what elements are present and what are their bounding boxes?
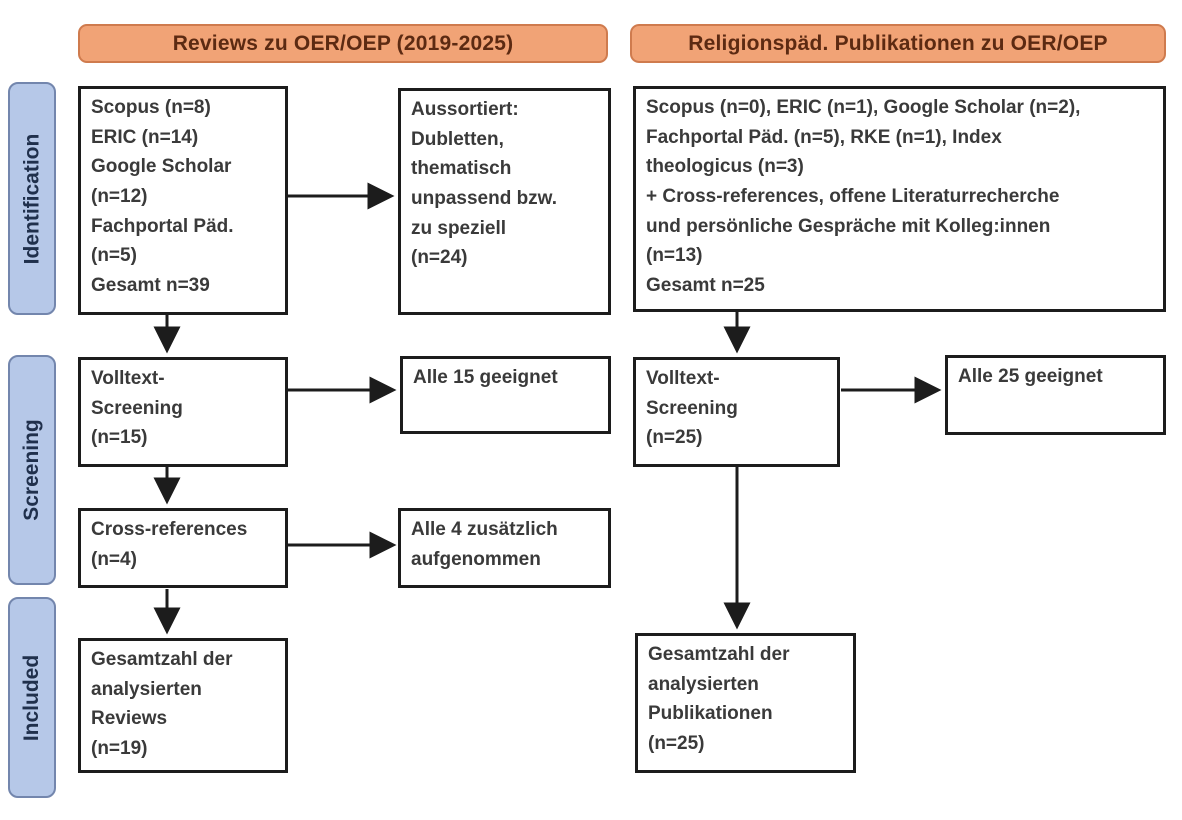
stage-label-screening: Screening (8, 355, 56, 585)
box-relpaed-fulltext-screening: Volltext- Screening (n=25) (633, 357, 840, 467)
column-header-relpaed-label: Religionspäd. Publikationen zu OER/OEP (688, 31, 1108, 55)
box-crossrefs: Cross-references (n=4) (78, 508, 288, 588)
box-reviews-eligible-text: Alle 15 geeignet (413, 367, 558, 388)
stage-label-identification-text: Identification (20, 133, 44, 264)
box-reviews-sources-text: Scopus (n=8) ERIC (n=14) Google Scholar … (91, 97, 234, 296)
box-reviews-eligible: Alle 15 geeignet (400, 356, 611, 434)
column-header-reviews: Reviews zu OER/OEP (2019-2025) (78, 24, 608, 63)
box-reviews-fulltext-screening-text: Volltext- Screening (n=15) (91, 368, 183, 449)
box-total-publications-text: Gesamtzahl der analysierten Publikatione… (648, 644, 790, 754)
stage-label-identification: Identification (8, 82, 56, 315)
column-header-relpaed: Religionspäd. Publikationen zu OER/OEP (630, 24, 1166, 63)
stage-label-screening-text: Screening (20, 419, 44, 521)
box-reviews-excluded-text: Aussortiert: Dubletten, thematisch unpas… (411, 99, 558, 269)
box-relpaed-sources: Scopus (n=0), ERIC (n=1), Google Scholar… (633, 86, 1166, 312)
box-reviews-fulltext-screening: Volltext- Screening (n=15) (78, 357, 288, 467)
box-relpaed-eligible: Alle 25 geeignet (945, 355, 1166, 435)
box-relpaed-eligible-text: Alle 25 geeignet (958, 366, 1103, 387)
stage-label-included-text: Included (20, 654, 43, 741)
stage-label-included: Included (8, 597, 56, 798)
box-total-reviews: Gesamtzahl der analysierten Reviews (n=1… (78, 638, 288, 773)
box-crossrefs-text: Cross-references (n=4) (91, 519, 248, 570)
box-relpaed-fulltext-screening-text: Volltext- Screening (n=25) (646, 368, 738, 449)
box-reviews-sources: Scopus (n=8) ERIC (n=14) Google Scholar … (78, 86, 288, 315)
box-reviews-excluded: Aussortiert: Dubletten, thematisch unpas… (398, 88, 611, 315)
box-total-reviews-text: Gesamtzahl der analysierten Reviews (n=1… (91, 649, 233, 759)
box-total-publications: Gesamtzahl der analysierten Publikatione… (635, 633, 856, 773)
box-crossrefs-added-text: Alle 4 zusätzlich aufgenommen (411, 519, 558, 570)
column-header-reviews-label: Reviews zu OER/OEP (2019-2025) (172, 31, 514, 55)
box-crossrefs-added: Alle 4 zusätzlich aufgenommen (398, 508, 611, 588)
box-relpaed-sources-text: Scopus (n=0), ERIC (n=1), Google Scholar… (646, 97, 1081, 296)
